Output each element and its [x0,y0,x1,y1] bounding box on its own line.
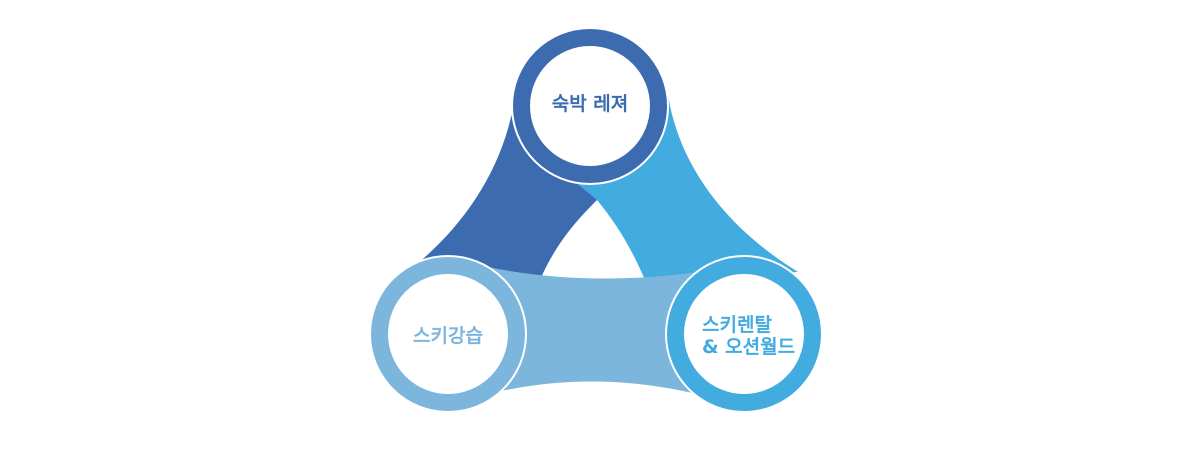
node-top-circle [511,27,669,185]
node-right-label-line2: & 오션월드 [702,336,796,358]
node-right-label-line1: 스키렌탈 [702,314,772,336]
node-right-label: 스키렌탈 & 오션월드 [684,314,814,358]
node-right-circle [665,255,823,413]
node-top-label: 숙박 레져 [551,93,629,115]
node-left-circle [369,255,527,413]
band-top-left [412,95,597,280]
node-left-label: 스키강습 [413,325,483,347]
